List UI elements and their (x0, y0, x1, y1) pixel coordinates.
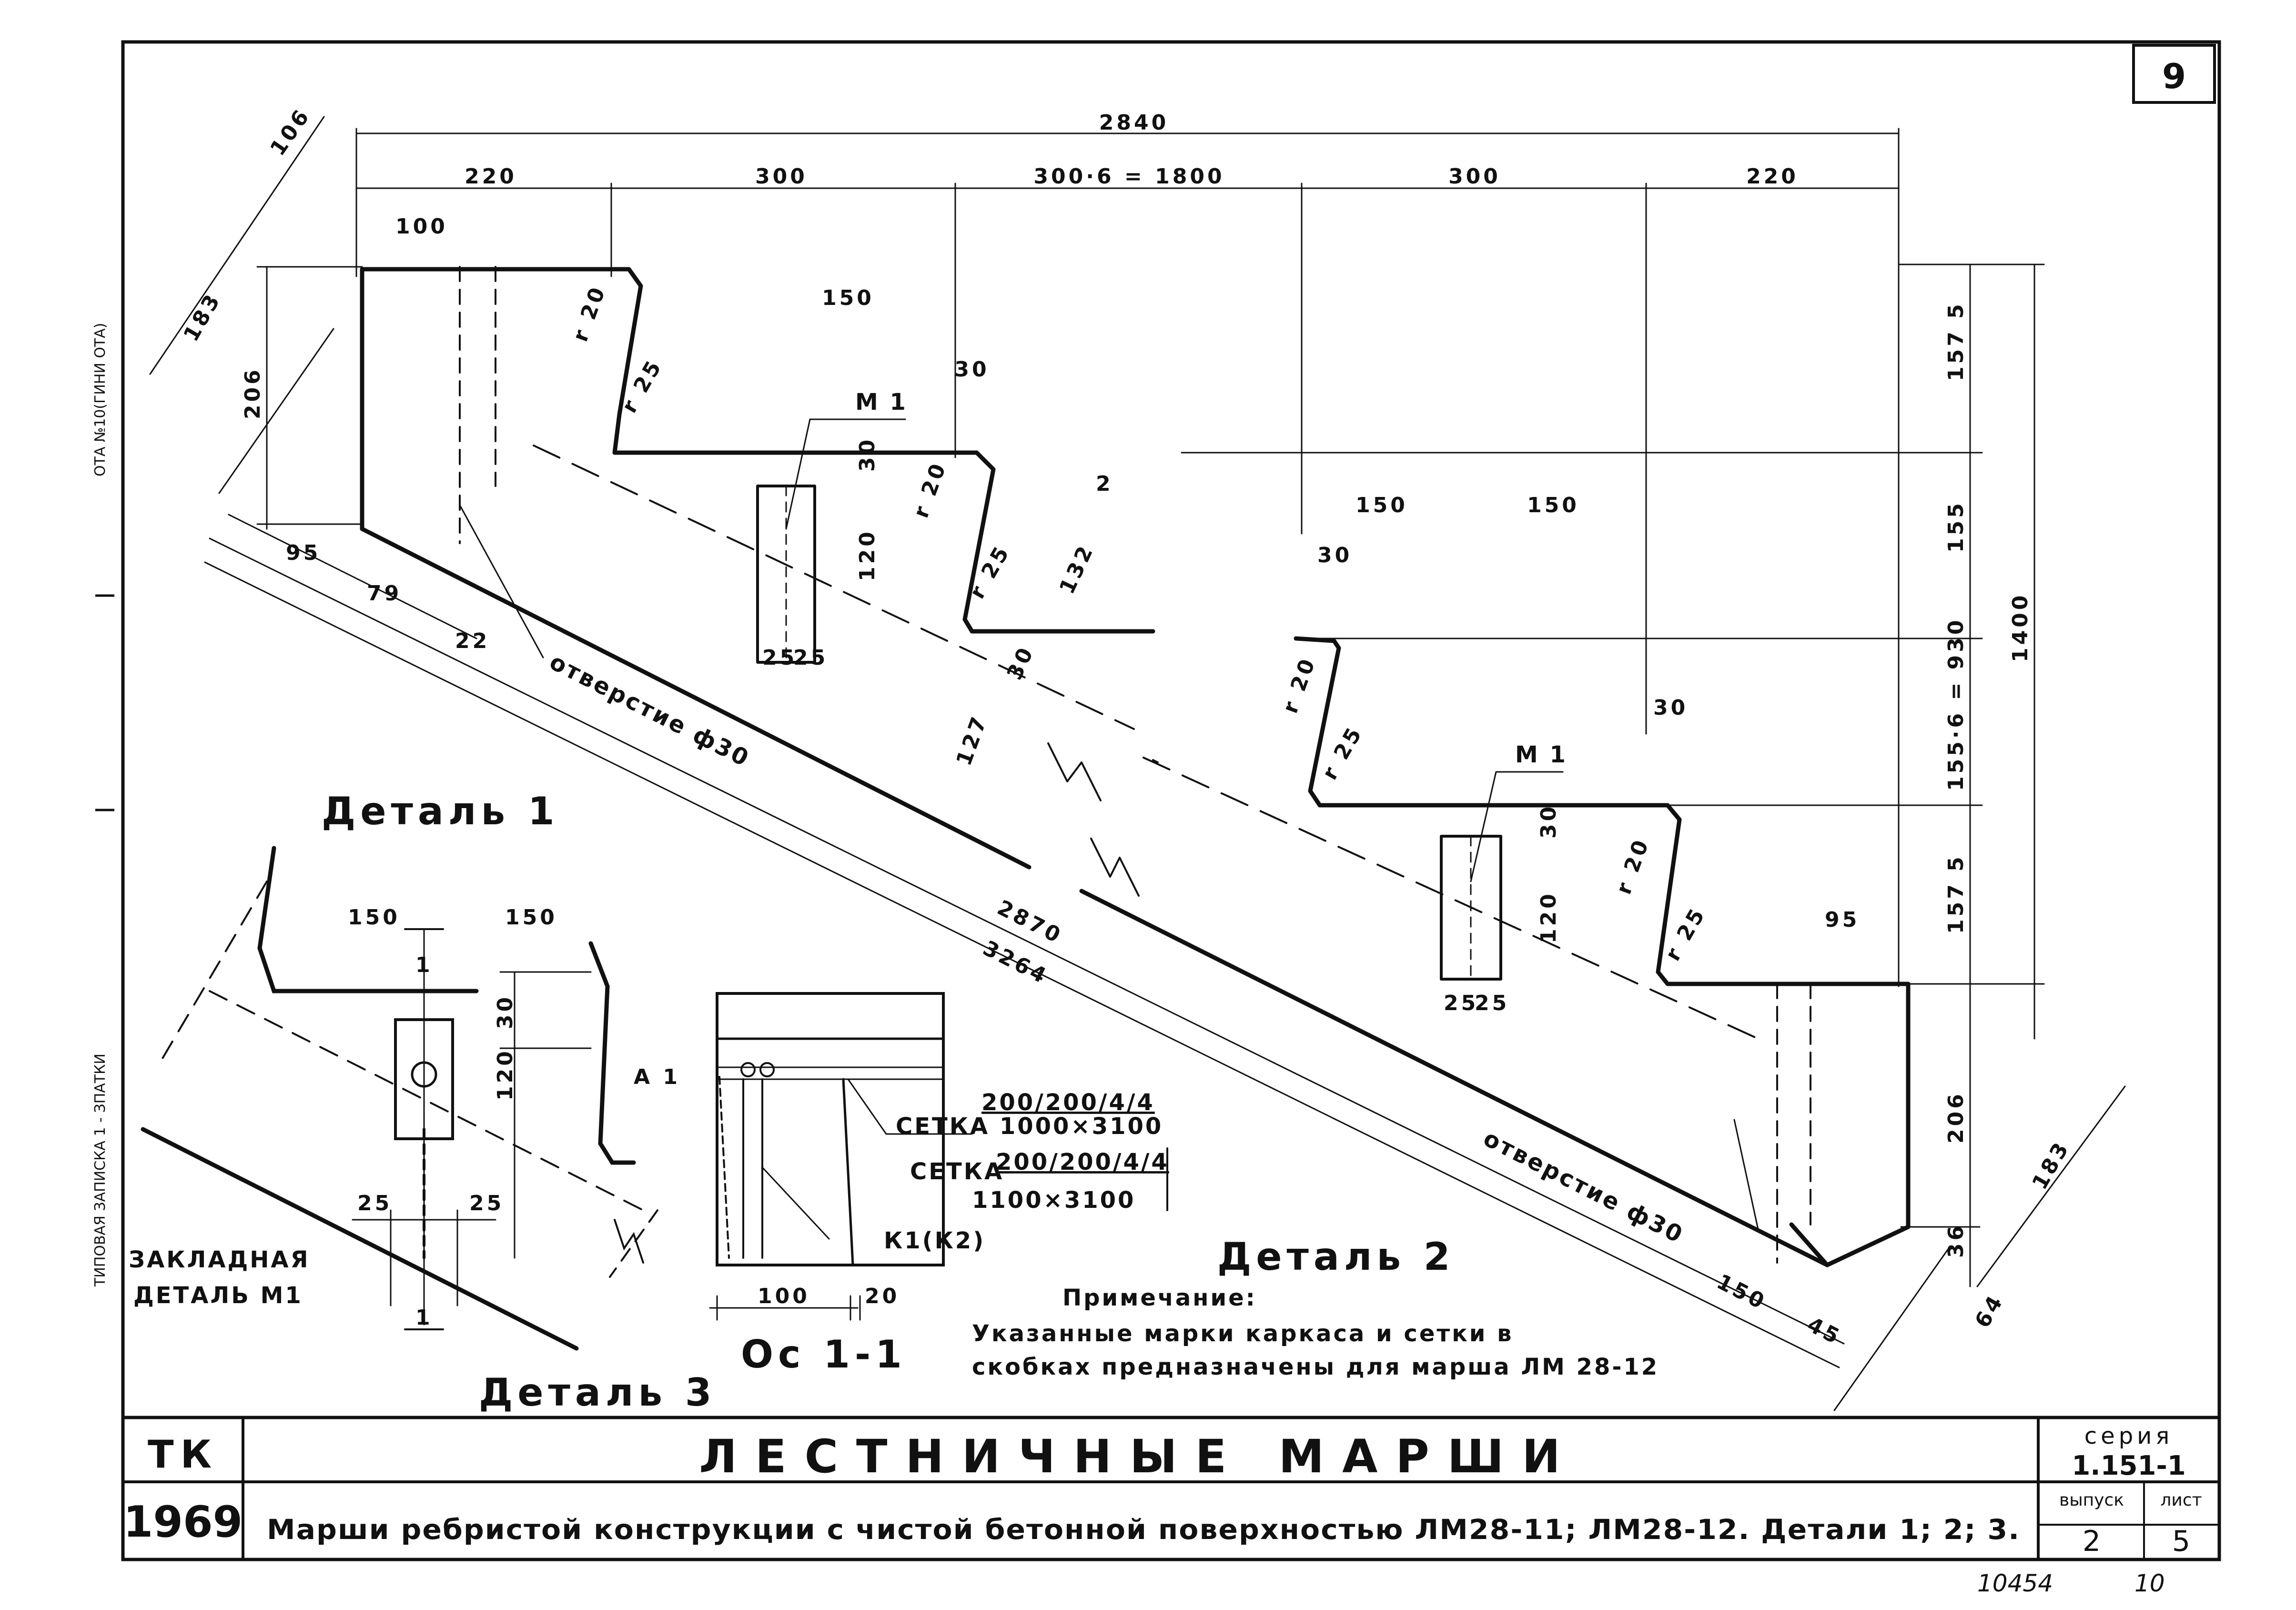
detail1-25a: 25 (357, 1191, 392, 1215)
mesh-1: 200/200/4/4 (981, 1089, 1155, 1116)
dim-25-b: 25 (793, 646, 828, 670)
mesh-2-label: СЕТКА (910, 1158, 1004, 1185)
dim-157-5-top: 157 5 (1944, 301, 1968, 381)
dim-25-d: 25 (1475, 991, 1509, 1015)
section-1-1-drawing (709, 992, 1168, 1321)
dim-64: 64 (1970, 1290, 2009, 1332)
side-stamp-upper: ОТА №10(ГИНИ ОТА) (92, 323, 109, 476)
sheet-value: 5 (2172, 1525, 2190, 1558)
dim-36: 36 (1944, 1223, 1968, 1258)
dim-157-5-bot: 157 5 (1944, 854, 1968, 934)
dim-25-a: 25 (762, 646, 797, 670)
dim-79: 79 (367, 581, 402, 606)
dim-45: 45 (1803, 1312, 1845, 1350)
dim-30-b: 30 (855, 437, 880, 472)
document-subtitle: Марши ребристой конструкции с чистой бет… (267, 1513, 2020, 1546)
detail3-30: 30 (493, 994, 517, 1029)
series-label: серия (2084, 1423, 2173, 1449)
dim-127: 127 (951, 711, 992, 769)
frame-label: К1(К2) (884, 1227, 985, 1254)
dim-120-a: 120 (855, 529, 880, 581)
dim-300-left: 300 (755, 164, 808, 189)
dim-30-e: 30 (1653, 696, 1688, 720)
note-line-2: скобках предназначены для марша ЛМ 28-12 (972, 1354, 1659, 1380)
dim-30-f: 30 (1537, 804, 1561, 839)
dim-95-right: 95 (1825, 908, 1860, 932)
page-number: 10 (2134, 1569, 2165, 1597)
series-value: 1.151-1 (2072, 1450, 2185, 1481)
sheet-label: лист (2160, 1490, 2202, 1510)
year: 1969 (123, 1497, 243, 1547)
dim-30-a: 30 (954, 357, 989, 382)
document-title: ЛЕСТНИЧНЫЕ МАРШИ (699, 1430, 1578, 1483)
flight-outline (149, 116, 2126, 1411)
dim-25-c: 25 (1444, 991, 1478, 1015)
dim-1400: 1400 (2008, 593, 2033, 662)
section-100: 100 (758, 1284, 810, 1308)
dim-overall-2840: 2840 (1099, 111, 1169, 135)
dim-206-left: 206 (241, 367, 265, 419)
issue-label: выпуск (2059, 1490, 2124, 1510)
dim-150-a: 150 (822, 286, 874, 310)
r20-d: r 20 (1611, 834, 1654, 897)
section-20: 20 (865, 1284, 900, 1308)
dim-30-c: 30 (1002, 642, 1039, 684)
section-mark-bottom: 1 (415, 1306, 433, 1330)
dim-206-right: 206 (1944, 1091, 1968, 1144)
detail1-150: 150 (348, 905, 400, 930)
length-2870: 2870 (993, 895, 1067, 949)
section-title: Ос 1-1 (741, 1332, 907, 1377)
dim-150-right: 150 (1713, 1269, 1770, 1315)
dim-30-d: 30 (1317, 543, 1352, 567)
side-stamp-lower: ТИПОВАЯ ЗАПИСКА 1 - ЗПАТКИ (92, 1053, 109, 1287)
note-line-1: Указанные марки каркаса и сетки в (972, 1320, 1513, 1347)
dim-183-left: 183 (179, 288, 226, 346)
r25-c: r 25 (1317, 721, 1367, 784)
dim-300-right: 300 (1448, 164, 1501, 189)
length-3264: 3264 (979, 936, 1052, 989)
detail-1-drawing (141, 846, 644, 1351)
embedded-label: ЗАКЛАДНАЯ (129, 1246, 310, 1273)
dim-155: 155 (1944, 500, 1968, 553)
inventory-number: 10454 (1977, 1569, 2053, 1597)
detail-3-title: Деталь 3 (479, 1370, 717, 1415)
dim-22: 22 (455, 629, 490, 653)
section-mark-top: 1 (415, 953, 433, 977)
dim-155x6: 155·6 = 930 (1944, 617, 1968, 791)
r20-b: r 20 (909, 458, 951, 521)
mesh-1b: СЕТКА 1000×3100 (896, 1113, 1163, 1140)
dim-220-left: 220 (465, 164, 517, 189)
detail1-25b: 25 (469, 1191, 504, 1215)
dim-150-b: 150 (1355, 493, 1408, 517)
mesh-2b: 1100×3100 (972, 1187, 1135, 1214)
detail-1-title: Деталь 1 (322, 789, 559, 833)
issue-value: 2 (2083, 1525, 2101, 1558)
dim-106: 106 (265, 103, 315, 160)
dim-95-left: 95 (286, 541, 321, 565)
plate-m1-a: М 1 (855, 389, 908, 415)
r20-c: r 20 (1278, 653, 1321, 716)
dim-2: 2 (1096, 472, 1113, 496)
detail-3-drawing (499, 941, 658, 1278)
r20-a: r 20 (568, 282, 611, 344)
note-title: Примечание: (1062, 1285, 1257, 1311)
dim-132: 132 (1055, 540, 1099, 598)
embedded-label-2: ДЕТАЛЬ М1 (133, 1282, 303, 1309)
section-a1: А 1 (634, 1065, 680, 1089)
detail3-120: 120 (493, 1048, 517, 1101)
mesh-2: 200/200/4/4 (996, 1149, 1169, 1175)
dim-220-right: 220 (1746, 164, 1799, 189)
dim-150-c: 150 (1527, 493, 1579, 517)
dim-100: 100 (395, 214, 448, 239)
sheet-frame (121, 40, 2221, 1561)
detail1-150b: 150 (505, 905, 557, 930)
plate-m1-b: М 1 (1515, 741, 1568, 768)
dim-120-b: 120 (1537, 891, 1561, 943)
org-code: ТК (148, 1432, 218, 1477)
dim-300x6: 300·6 = 1800 (1033, 164, 1224, 189)
detail-2-title: Деталь 2 (1217, 1235, 1455, 1279)
sheet-number: 9 (2162, 56, 2186, 96)
